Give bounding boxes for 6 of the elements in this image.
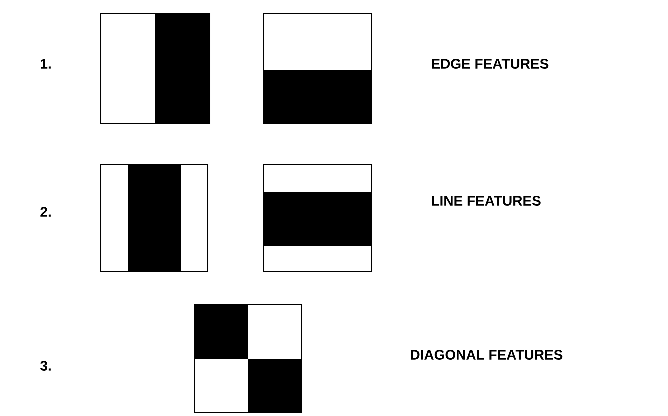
- row-number: 3.: [40, 361, 51, 371]
- feature-label: LINE FEATURES: [432, 196, 541, 206]
- feature-label: DIAGONAL FEATURES: [411, 350, 563, 360]
- row-number: 1.: [41, 59, 51, 69]
- row-number: 2.: [40, 207, 51, 217]
- feature-label: EDGE FEATURES: [432, 59, 549, 69]
